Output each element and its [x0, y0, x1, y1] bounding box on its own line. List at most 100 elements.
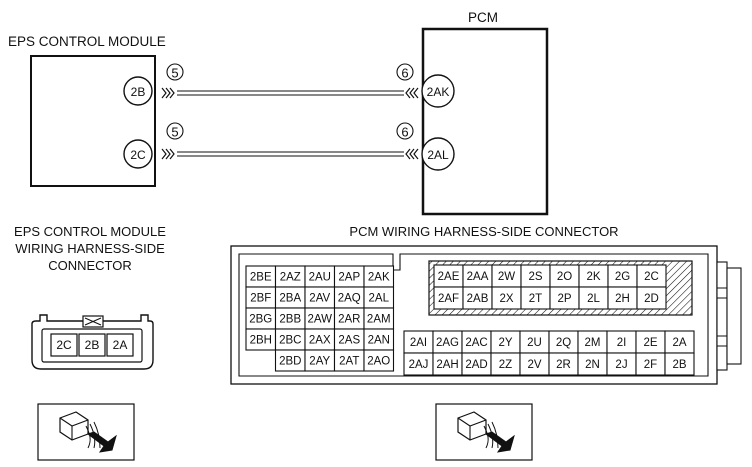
pcm-pin-label: 2AE [438, 271, 460, 283]
pcm-pin-label: 2BF [250, 293, 271, 305]
pcm-pin-2bc: 2BC [274, 328, 306, 351]
pcm-pin-2n: 2N [577, 352, 608, 376]
pcm-pin-label: 2AL [369, 293, 390, 305]
pcm-pin-2be: 2BE [245, 265, 277, 288]
pcm-pin-2bd: 2BD [274, 349, 306, 372]
pcm-pin-2ao: 2AO [363, 349, 395, 372]
pcm-pin-label: 2C [644, 271, 659, 283]
pcm-pin-2az: 2AZ [274, 265, 306, 288]
pcm-pin-label: 2AZ [280, 272, 301, 284]
pcm-pin-label: 2AM [367, 314, 391, 326]
pcm-pin-label: 2BE [250, 272, 272, 284]
pcm-pin-2ae: 2AE [433, 264, 464, 288]
eps-pin-2a [106, 333, 134, 357]
pcm-pin-label: 2S [528, 271, 542, 283]
pcm-pin-label: 2AU [309, 272, 331, 284]
pcm-pin-2k: 2K [578, 264, 609, 288]
pcm-pin-2bh: 2BH [245, 328, 277, 351]
pcm-pin-label: 2BB [279, 314, 301, 326]
svg-text:5: 5 [171, 66, 178, 81]
pcm-pin-2b: 2B [664, 352, 695, 376]
pcm-pin-label: 2BD [279, 356, 301, 368]
pcm-pin-2ag: 2AG [432, 330, 463, 354]
pcm-pin-label: 2I [617, 337, 627, 349]
pcm-pin-2w: 2W [491, 264, 522, 288]
pcm-pin-2e: 2E [635, 330, 666, 354]
pcm-pin-2as: 2AS [333, 328, 365, 351]
pcm-pin-2s: 2S [520, 264, 551, 288]
pcm-pin-label: 2AK [368, 272, 390, 284]
pcm-pin-2aw: 2AW [304, 307, 336, 330]
eps-module-title: EPS CONTROL MODULE [8, 34, 166, 49]
pcm-pin-2ax: 2AX [304, 328, 336, 351]
pcm-connector-title: PCM WIRING HARNESS-SIDE CONNECTOR [349, 224, 618, 239]
pcm-pin-label: 2Y [498, 337, 512, 349]
pcm-pin-label: 2T [529, 293, 542, 305]
pcm-pin-2g: 2G [607, 264, 638, 288]
pcm-pin-label: 2AQ [338, 293, 361, 305]
svg-text:5: 5 [171, 125, 178, 140]
pcm-pin-2v: 2V [519, 352, 550, 376]
wire-number-5-lower: 5 [166, 122, 184, 140]
pcm-pin-2al: 2AL [363, 286, 395, 309]
pcm-terminal-2al: 2AL [421, 137, 455, 171]
pcm-pin-2bb: 2BB [274, 307, 306, 330]
pcm-pin-label: 2AR [338, 314, 360, 326]
pcm-pin-2p: 2P [549, 286, 580, 310]
pcm-pin-2aq: 2AQ [333, 286, 365, 309]
svg-text:EPS CONTROL MODULE: EPS CONTROL MODULE [14, 224, 166, 239]
eps-pin-2b [78, 333, 106, 357]
pcm-pin-label: 2D [644, 293, 659, 305]
pcm-pin-2c: 2C [636, 264, 667, 288]
pcm-pin-label: 2K [586, 271, 600, 283]
svg-text:6: 6 [401, 66, 408, 81]
eps-terminal-2c: 2C [123, 139, 153, 169]
pcm-pin-label: 2P [557, 293, 571, 305]
pcm-pin-2ak: 2AK [363, 265, 395, 288]
pcm-pin-label: 2BH [250, 335, 272, 347]
pcm-pin-label: 2AS [338, 335, 360, 347]
pcm-pin-2u: 2U [519, 330, 550, 354]
pcm-pin-2ba: 2BA [274, 286, 306, 309]
pcm-pin-label: 2F [644, 359, 657, 371]
wire-number-5-upper: 5 [166, 63, 184, 81]
pcm-pin-2ab: 2AB [462, 286, 493, 310]
pcm-pin-2i: 2I [606, 330, 637, 354]
svg-text:2C: 2C [56, 338, 72, 352]
pcm-pin-2af: 2AF [433, 286, 464, 310]
pcm-pin-2aa: 2AA [462, 264, 493, 288]
pcm-pin-2ac: 2AC [461, 330, 492, 354]
eps-pin-2c [50, 333, 78, 357]
pcm-pin-label: 2AD [465, 359, 487, 371]
pcm-pin-label: 2W [498, 271, 515, 283]
svg-text:6: 6 [401, 125, 408, 140]
pcm-pin-2bg: 2BG [245, 307, 277, 330]
pcm-pin-label: 2AB [467, 293, 489, 305]
pcm-pin-label: 2L [587, 293, 600, 305]
pcm-pin-2d: 2D [636, 286, 667, 310]
pcm-connector-side-clip [716, 261, 742, 371]
pcm-pin-2ap: 2AP [333, 265, 365, 288]
pcm-pin-label: 2R [556, 359, 571, 371]
svg-text:2AK: 2AK [427, 85, 450, 99]
svg-text:2A: 2A [113, 338, 128, 352]
pcm-pin-label: 2Q [556, 337, 571, 349]
pcm-pin-2ay: 2AY [304, 349, 336, 372]
pcm-pin-label: 2A [672, 337, 686, 349]
pcm-pin-2j: 2J [606, 352, 637, 376]
eps-connector: 2C 2B 2A [31, 314, 154, 370]
svg-text:2C: 2C [130, 148, 146, 162]
pcm-pin-2an: 2AN [363, 328, 395, 351]
connector-probe-icon [435, 403, 533, 461]
svg-text:CONNECTOR: CONNECTOR [48, 258, 132, 273]
pcm-pin-2o: 2O [549, 264, 580, 288]
pcm-pin-2ad: 2AD [461, 352, 492, 376]
pcm-pin-2aj: 2AJ [403, 352, 434, 376]
pcm-pin-label: 2B [672, 359, 686, 371]
pcm-pin-label: 2G [615, 271, 630, 283]
pcm-pin-2f: 2F [635, 352, 666, 376]
pcm-pin-label: 2AW [308, 314, 333, 326]
svg-text:2B: 2B [85, 338, 100, 352]
